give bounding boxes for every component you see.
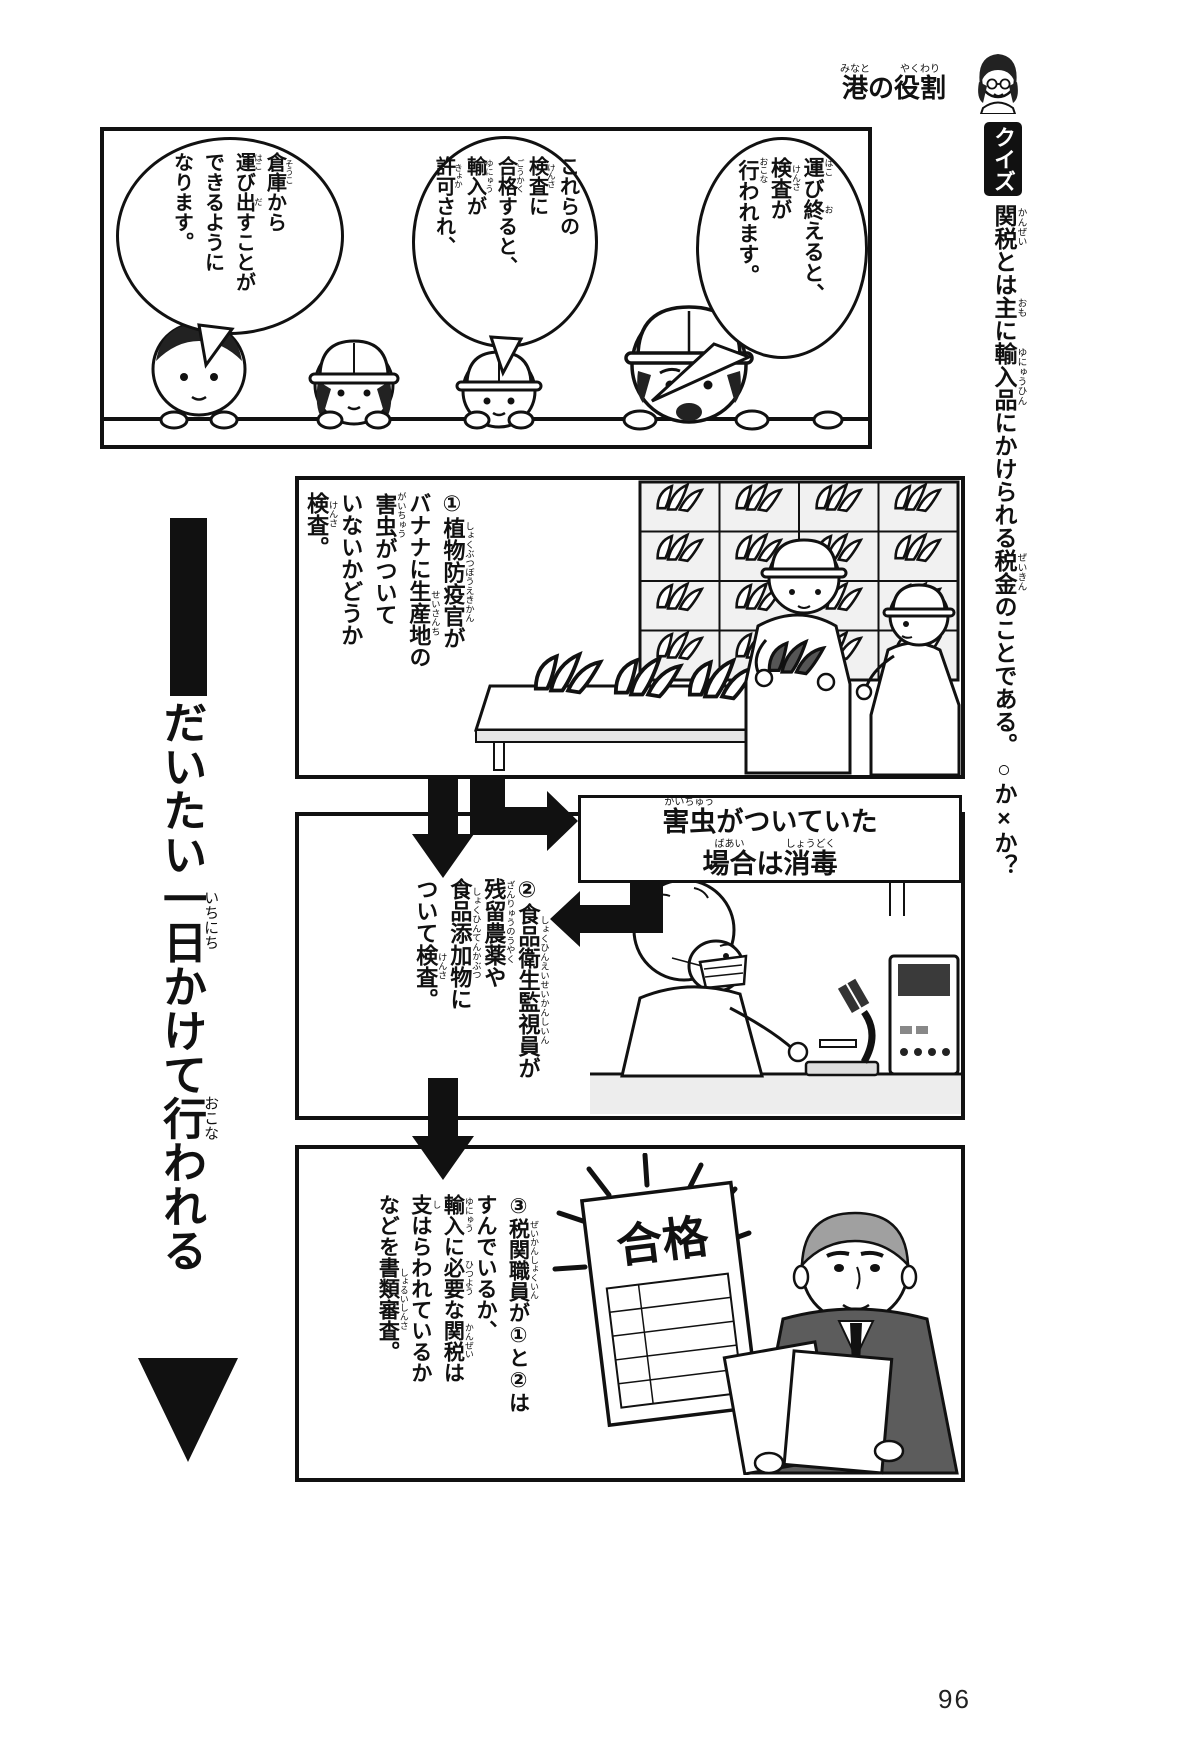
workers-peeking-illustration (104, 305, 868, 445)
speech-text-middle: これらの検査けんさに合格ごうかくすると、輸入ゆにゅうが許可きょかされ、 (432, 156, 579, 276)
worker-figure-2 (308, 339, 400, 430)
timeline-label: だいたい一日いちにちかけて行おこなわれる (156, 700, 220, 1272)
panel-intro: 倉庫そうこから運はこび出だすことができるようになります。 これらの検査けんさに合… (100, 127, 872, 449)
pest-callout-line1: 害虫がいちゅうがついていた (662, 797, 878, 838)
customs-officer-illustration: 合格 (552, 1153, 959, 1475)
quarantine-officer-figure (744, 538, 852, 775)
flow-arrow-1 (412, 779, 474, 878)
quiz-badge: クイズ (984, 122, 1022, 196)
quiz-question-text: 関税かんぜいとは主おもに輸入品ゆにゅうひんにかけられる税金ぜいきんのことである。… (991, 204, 1027, 877)
worker-figure-3 (455, 350, 543, 430)
certificate-text: 合格 (614, 1210, 713, 1273)
microscope (804, 978, 880, 1077)
panel-step1: ①植物防疫官しょくぶつぼうえきかんがバナナに生産地せいさんちの害虫がいちゅうがつ… (295, 476, 965, 779)
flow-arrow-2 (412, 1078, 474, 1180)
speech-text-left: 倉庫そうこから運はこび出だすことができるようになります。 (170, 152, 295, 292)
lab-machine (888, 954, 960, 1076)
inspection-table (474, 652, 803, 771)
banana-inspection-illustration (474, 480, 961, 775)
step3-text: ③税関職員ぜいかんしょくいんが①と②はすんでいるか、輸入ゆにゅうに必要ひつような… (376, 1194, 539, 1413)
elbow-arrow-from-callout (550, 883, 663, 947)
step1-text: ①植物防疫官しょくぶつぼうえきかんがバナナに生産地せいさんちの害虫がいちゅうがつ… (304, 492, 474, 668)
customs-officer-figure (722, 1211, 959, 1475)
speech-bubble-middle: これらの検査けんさに合格ごうかくすると、輸入ゆにゅうが許可きょかされ、 (412, 136, 598, 348)
pest-callout-box: 害虫がいちゅうがついていた 場合ばあいは消毒しょうどく (578, 795, 962, 883)
speech-bubble-right: 運はこび終おえると、検査けんさが行おこなわれます。 (696, 137, 868, 359)
elbow-arrow-to-callout (470, 779, 578, 851)
bubble-tail-right (650, 342, 753, 403)
speech-bubble-left: 倉庫そうこから運はこび出だすことができるようになります。 (116, 137, 344, 335)
assistant-worker-figure (855, 583, 961, 775)
step2-text: ②食品衛生監視員しょくひんえいせいかんしいんが残留農薬ざんりゅうのうやくや食品添… (413, 878, 549, 1079)
pass-certificate: 合格 (579, 1180, 761, 1428)
pest-callout-line2: 場合ばあいは消毒しょうどく (702, 839, 838, 879)
timeline-arrow-head (138, 1358, 238, 1462)
panel-step3: ③税関職員ぜいかんしょくいんが①と②はすんでいるか、輸入ゆにゅうに必要ひつような… (295, 1145, 965, 1482)
timeline-arrow-shaft (170, 518, 207, 696)
speech-text-right: 運はこび終おえると、検査けんさが行おこなわれます。 (735, 157, 834, 304)
page-number: 96 (938, 1684, 971, 1714)
page-title: 港みなとの役割やくわり (840, 64, 947, 103)
quiz-badge-label: クイズ (991, 126, 1016, 192)
bubble-tail-left (197, 323, 235, 369)
bubble-tail-middle (488, 335, 524, 377)
guide-character-icon (978, 54, 1018, 114)
timeline-label-wrap: だいたい一日いちにちかけて行おこなわれる (126, 700, 246, 1360)
